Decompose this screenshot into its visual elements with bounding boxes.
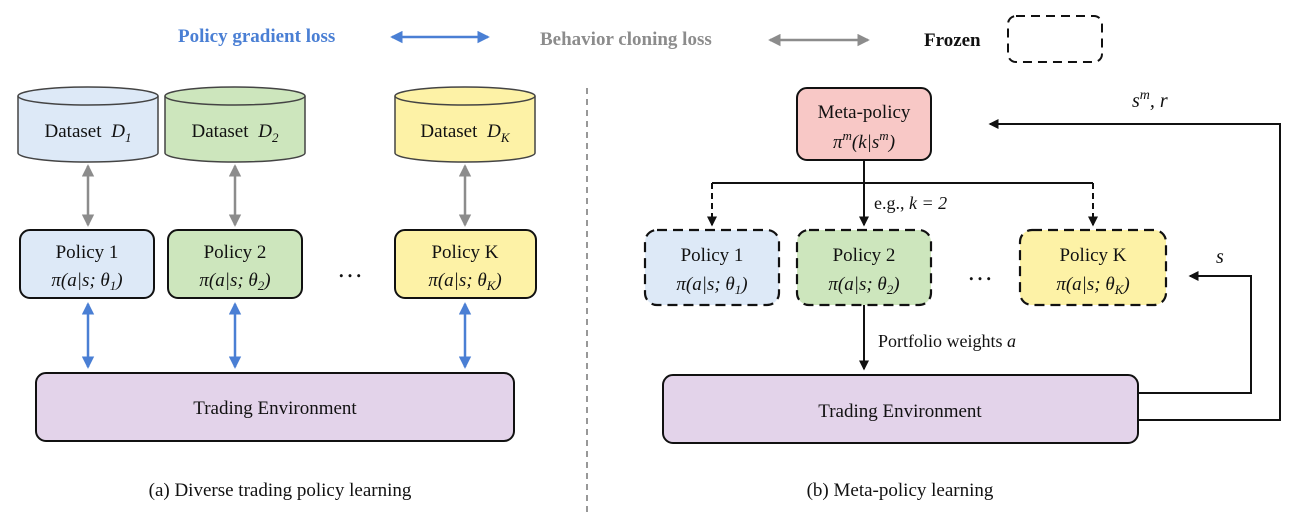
right-policy-1-name: Policy 1 [681,245,744,266]
left-policy-k-formula: π(a|s; θ [428,270,486,291]
legend-frozen-box [1007,15,1103,63]
legend-frozen-label: Frozen [924,30,981,51]
right-policy-2-name: Policy 2 [833,245,896,266]
svg-text:Portfolio weights a: Portfolio weights a [878,331,1016,351]
meta-policy-name: Meta-policy [818,102,911,123]
right-policy-k: Policy K π(a|s; θK) [1018,228,1168,307]
left-trading-environment: Trading Environment [35,372,515,442]
example-math: k = 2 [909,193,947,213]
left-policy-k: Policy K π(a|s; θK) [394,229,537,299]
svg-text:π(a|s; θ1): π(a|s; θ1) [676,274,747,297]
meta-feedback-sup: m [1140,88,1150,103]
left-policy-2-formula: π(a|s; θ [199,270,257,291]
dataset-k-sub: K [500,130,511,145]
legend-policy-gradient-label: Policy gradient loss [178,26,335,47]
dataset-k-var: D [486,121,501,142]
svg-text:π(a|s; θK): π(a|s; θK) [428,270,501,293]
dataset-k-label: Dataset [420,121,478,142]
svg-text:π(a|s; θ2): π(a|s; θ2) [828,274,899,297]
left-policy-2: Policy 2 π(a|s; θ2) [167,229,303,299]
left-caption: (a) Diverse trading policy learning [149,480,412,501]
right-policy-2-formula: π(a|s; θ [828,274,886,295]
right-policy-1: Policy 1 π(a|s; θ1) [643,228,781,307]
example-prefix: e.g., [874,193,909,213]
portfolio-math: a [1007,331,1016,351]
meta-policy-sup2: m [879,128,888,143]
svg-text:Dataset DK: Dataset DK [420,121,510,145]
left-policy-1-sub: 1 [110,278,117,293]
right-policy-k-sub: K [1114,282,1125,297]
svg-text:Dataset D1: Dataset D1 [45,121,132,145]
left-policy-2-sub: 2 [258,278,265,293]
svg-text:π(a|s; θK): π(a|s; θK) [1056,274,1129,297]
svg-text:sm, r: sm, r [1132,88,1168,112]
right-trading-environment: Trading Environment [662,374,1139,444]
right-policy-1-close: ) [740,274,747,295]
right-policy-2: Policy 2 π(a|s; θ2) [795,228,933,307]
left-policy-1-close: ) [115,270,122,291]
dataset-2-var: D [257,121,272,142]
left-policy-1-formula: π(a|s; θ [51,270,109,291]
right-panel: Meta-policy πm(k|sm) e.g., k = 2 Policy … [643,87,1281,501]
svg-text:πm(k|sm): πm(k|sm) [833,128,895,153]
dataset-k-cylinder: Dataset DK [394,86,536,163]
left-policy-2-close: ) [263,270,270,291]
meta-policy-close: ) [888,132,895,153]
right-policy-k-name: Policy K [1059,245,1126,266]
left-environment-label: Trading Environment [193,398,357,419]
dataset-2-cylinder: Dataset D2 [164,86,306,163]
portfolio-label: Portfolio weights [878,331,1007,351]
right-policy-k-formula: π(a|s; θ [1056,274,1114,295]
left-policy-k-close: ) [494,270,501,291]
left-policy-1: Policy 1 π(a|s; θ1) [19,229,155,299]
state-feedback-label: s [1216,246,1224,268]
dataset-1-var: D [110,121,125,142]
meta-policy-sup: m [843,128,852,143]
right-policy-1-sub: 1 [735,282,742,297]
dataset-1-sub: 1 [125,130,132,145]
left-policy-2-name: Policy 2 [204,242,267,263]
meta-feedback-var: s [1132,90,1140,112]
left-panel: Dataset D1 Dataset D2 Dataset DK [17,86,537,501]
meta-policy-box: Meta-policy πm(k|sm) [796,87,932,161]
dataset-2-label: Dataset [192,121,250,142]
dataset-1-cylinder: Dataset D1 [17,86,159,163]
dataset-2-sub: 2 [272,130,279,145]
right-policy-2-sub: 2 [887,282,894,297]
right-ellipsis: … [967,257,993,286]
legend: Policy gradient loss Behavior cloning lo… [178,15,1103,63]
right-policy-2-close: ) [892,274,899,295]
meta-feedback-arrow [988,119,1281,421]
dataset-1-label: Dataset [45,121,103,142]
state-feedback-arrow [1138,271,1252,394]
right-policy-1-formula: π(a|s; θ [676,274,734,295]
left-policy-k-name: Policy K [431,242,498,263]
svg-text:e.g., k = 2: e.g., k = 2 [874,193,947,213]
svg-text:π(a|s; θ2): π(a|s; θ2) [199,270,270,293]
meta-policy-pi: π [833,132,843,153]
meta-policy-mid: (k|s [852,132,879,153]
svg-text:Dataset D2: Dataset D2 [192,121,279,145]
right-policy-k-close: ) [1122,274,1129,295]
right-environment-label: Trading Environment [818,401,982,422]
meta-feedback-rest: , r [1150,90,1168,112]
left-ellipsis: … [337,254,363,283]
left-policy-1-name: Policy 1 [56,242,119,263]
right-caption: (b) Meta-policy learning [807,480,994,501]
left-policy-k-sub: K [486,278,497,293]
svg-text:π(a|s; θ1): π(a|s; θ1) [51,270,122,293]
legend-behavior-cloning-label: Behavior cloning loss [540,29,712,50]
